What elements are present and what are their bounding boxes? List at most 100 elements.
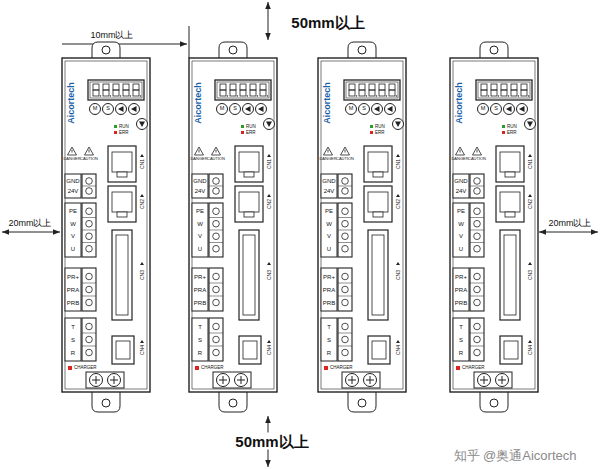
pin1-mark xyxy=(528,340,532,343)
terminal-screw xyxy=(474,178,481,185)
terminal-screw xyxy=(474,245,481,252)
watermark: 知乎 @奥通Aicortech xyxy=(454,449,577,462)
digit-segment xyxy=(260,90,266,96)
terminal-divider xyxy=(209,242,223,243)
terminal-screw xyxy=(474,336,481,343)
terminal-label: S xyxy=(71,337,75,343)
cn3-port xyxy=(112,230,132,320)
terminal-divider xyxy=(82,346,96,347)
terminal-screw xyxy=(86,349,93,356)
ground-screw xyxy=(496,374,509,387)
terminal-label: T xyxy=(327,324,331,330)
key-button xyxy=(359,104,370,115)
terminal-label-box xyxy=(453,268,469,311)
dimension-line xyxy=(539,232,598,233)
mounting-ear xyxy=(480,42,508,58)
cn4-port xyxy=(368,336,390,364)
terminal-screw xyxy=(86,299,93,306)
digit-segment xyxy=(240,90,246,96)
terminal-label: GND xyxy=(454,178,467,184)
terminal-label: 24V xyxy=(68,188,79,194)
rj45-port xyxy=(364,146,392,182)
terminal-divider xyxy=(82,296,96,297)
mounting-hole xyxy=(229,399,237,407)
pin1-mark xyxy=(396,340,400,343)
terminal-label-box xyxy=(192,318,208,361)
terminal-screw xyxy=(213,245,220,252)
pin1-mark xyxy=(528,154,532,157)
terminal-label-box xyxy=(192,268,208,311)
terminal-block xyxy=(82,318,96,361)
ground-screw xyxy=(346,374,359,387)
terminal-label: PRA xyxy=(194,287,206,293)
rj45-port xyxy=(500,192,520,212)
terminal-divider xyxy=(338,217,352,218)
terminal-screw xyxy=(213,336,220,343)
mounting-ear xyxy=(219,392,247,412)
terminal-screw xyxy=(474,323,481,330)
terminal-screw xyxy=(342,349,349,356)
housing-inner xyxy=(453,61,535,389)
key-button xyxy=(517,104,528,115)
terminal-label: S xyxy=(327,337,331,343)
ground-screw xyxy=(223,376,224,384)
housing-inner xyxy=(321,61,403,389)
pin1-mark xyxy=(267,262,271,265)
led-label: RUN xyxy=(375,124,385,129)
rj45-port xyxy=(244,212,254,217)
digit-dot xyxy=(140,95,141,96)
terminal-label: R xyxy=(459,350,463,356)
terminal-block xyxy=(209,318,223,361)
arrow-symbol xyxy=(374,106,380,112)
digit-segment xyxy=(133,90,139,96)
terminal-label: U xyxy=(71,246,75,252)
digit-segment xyxy=(349,90,355,96)
digit-dot xyxy=(488,95,489,96)
ground-screw xyxy=(114,376,115,384)
ground-screw xyxy=(364,374,377,387)
mounting-hole xyxy=(229,46,237,54)
terminal-screw xyxy=(474,299,481,306)
key-button xyxy=(525,119,536,130)
mounting-hole xyxy=(358,46,366,54)
pin1-mark xyxy=(396,154,400,157)
display-inner xyxy=(346,82,398,98)
digit-dot xyxy=(508,95,509,96)
terminal-screw xyxy=(86,336,93,343)
rj45-port xyxy=(117,212,127,217)
cn4-port xyxy=(112,336,134,364)
warning-label: DANGER xyxy=(451,157,468,161)
terminal-label: PRB xyxy=(67,300,79,306)
key-button xyxy=(116,104,127,115)
digit-segment xyxy=(389,84,395,90)
terminal-label: PE xyxy=(457,208,465,214)
err-led xyxy=(370,131,373,134)
charger-label: CHARGER xyxy=(74,366,97,371)
terminal-label: PRA xyxy=(323,287,335,293)
rj45-port xyxy=(500,152,520,172)
terminal-label: T xyxy=(198,324,202,330)
terminal-screw xyxy=(213,349,220,356)
digit-segment xyxy=(230,90,236,96)
terminal-label: S xyxy=(198,337,202,343)
terminal-screw xyxy=(86,188,93,195)
terminal-label: 24V xyxy=(456,188,467,194)
port-label: CN3 xyxy=(140,270,145,280)
display xyxy=(88,80,144,100)
terminal-label: PE xyxy=(325,208,333,214)
terminal-label: PRA xyxy=(67,287,79,293)
key-button xyxy=(129,104,140,115)
hazard-icon xyxy=(72,150,73,153)
pin1-mark xyxy=(396,194,400,197)
port-label: CN4 xyxy=(528,345,533,355)
port-label: CN1 xyxy=(528,159,533,169)
pin1-mark xyxy=(267,340,271,343)
dimension-label: 50mm以上 xyxy=(233,433,310,450)
display xyxy=(344,80,400,100)
port-label: CN4 xyxy=(140,345,145,355)
rj45-port xyxy=(235,186,263,222)
terminal-divider xyxy=(82,333,96,334)
extension-line xyxy=(189,26,190,58)
terminal-divider xyxy=(338,283,352,284)
terminal-label: PRB xyxy=(194,300,206,306)
